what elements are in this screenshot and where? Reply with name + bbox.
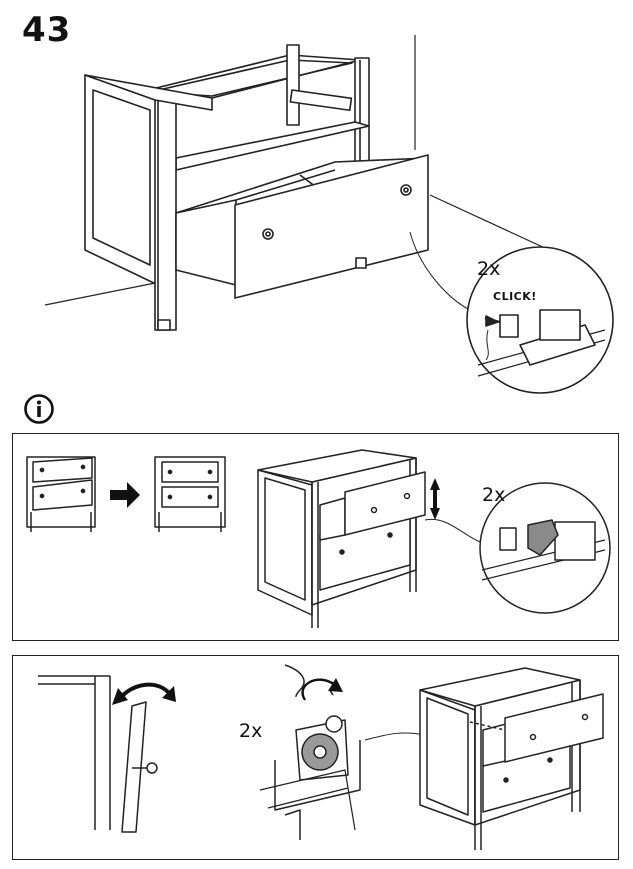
- curved-double-arrow-icon: [110, 678, 180, 708]
- release-quantity-label: 2x: [239, 720, 263, 742]
- step-number: 43: [22, 10, 72, 50]
- release-panel: [12, 655, 619, 860]
- up-down-arrow-icon: [428, 476, 442, 522]
- right-arrow-icon: [108, 480, 142, 510]
- info-icon: [23, 393, 55, 425]
- rotate-arrow-icon: [292, 672, 346, 704]
- click-sound-label: CLICK!: [493, 290, 537, 303]
- adjust-panel: [12, 433, 619, 641]
- adjust-quantity-label: 2x: [482, 484, 506, 506]
- main-quantity-label: 2x: [477, 258, 501, 280]
- main-illustration: [44, 35, 614, 394]
